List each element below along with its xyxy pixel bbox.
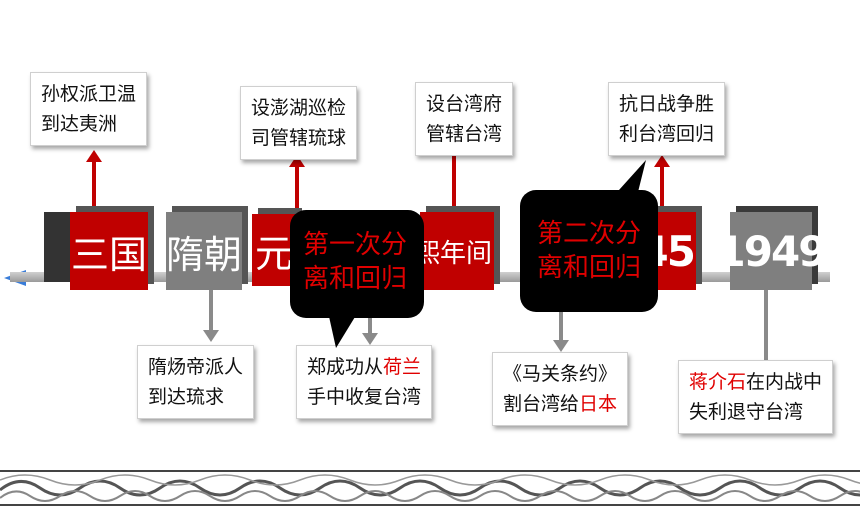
event-box-maguan: 《马关条约》 割台湾给日本 xyxy=(492,352,629,426)
event-text-highlight: 蒋介石 xyxy=(689,371,747,393)
event-box-zheng: 郑成功从荷兰 手中收复台湾 xyxy=(296,345,433,419)
event-box-1945: 抗日战争胜 利台湾回归 xyxy=(608,82,726,156)
event-box-1949: 蒋介石在内战中 失利退守台湾 xyxy=(678,360,834,434)
event-box-sanguo: 孙权派卫温 到达夷洲 xyxy=(30,72,148,146)
event-text-part: 割台湾给 xyxy=(503,393,580,415)
event-text: 到达夷洲 xyxy=(41,113,118,135)
connector-sanguo xyxy=(92,160,96,210)
event-text: 割台湾给日本 xyxy=(503,389,617,419)
event-text: 设澎湖巡检 xyxy=(251,97,347,119)
event-text: 郑成功从荷兰 xyxy=(307,352,421,382)
event-text: 抗日战争胜 xyxy=(619,93,715,115)
callout-text: 离和回归 xyxy=(536,253,641,283)
connector-yuan xyxy=(295,165,299,220)
period-label: 1949 xyxy=(716,226,828,276)
event-text: 司管辖琉球 xyxy=(251,127,347,149)
period-label: 康熙年间 xyxy=(420,238,492,269)
period-block-yuan: 元 xyxy=(252,214,296,286)
period-label: 元 xyxy=(254,231,293,276)
connector-kangxi xyxy=(452,150,456,215)
event-text-highlight: 荷兰 xyxy=(383,356,422,378)
event-text-highlight: 日本 xyxy=(579,393,618,415)
callout-first: 第一次分 离和回归 xyxy=(290,212,420,312)
event-box-sui: 隋炀帝派人 到达琉求 xyxy=(137,345,255,419)
connector-sui xyxy=(209,290,213,330)
event-text: 《马关条约》 xyxy=(503,363,618,385)
event-text: 手中收复台湾 xyxy=(307,386,422,408)
connector-1945 xyxy=(660,165,664,215)
period-block-sanguo: 三国 xyxy=(70,212,148,290)
arrow-up-icon xyxy=(654,155,670,167)
connector-1949 xyxy=(764,290,768,360)
period-label: 隋朝 xyxy=(166,232,243,277)
event-box-yuan: 设澎湖巡检 司管辖琉球 xyxy=(240,86,358,160)
period-label: 三国 xyxy=(70,232,147,277)
callout-text: 第二次分 xyxy=(536,219,641,249)
arrow-down-icon xyxy=(362,333,378,345)
callout-bubble-first xyxy=(290,210,424,348)
arrow-down-icon xyxy=(553,340,569,352)
event-box-kangxi: 设台湾府 管辖台湾 xyxy=(415,82,514,156)
callout-text: 第一次分 xyxy=(302,230,407,260)
period-block-kangxi: 康熙年间 xyxy=(420,212,494,290)
decorative-wave-border xyxy=(0,468,860,508)
callout-bubble-second xyxy=(520,160,658,312)
callout-second: 第二次分 离和回归 xyxy=(520,192,658,310)
event-text: 孙权派卫温 xyxy=(41,83,137,105)
event-text: 管辖台湾 xyxy=(426,123,503,145)
event-text-part: 在内战中 xyxy=(746,371,823,393)
callout-text: 离和回归 xyxy=(302,264,407,294)
event-text: 隋炀帝派人 xyxy=(148,356,244,378)
period-block-1949: 1949 xyxy=(717,212,827,290)
event-text-part: 郑成功从 xyxy=(307,356,384,378)
arrow-up-icon xyxy=(86,150,102,162)
event-text: 蒋介石在内战中 xyxy=(689,367,822,397)
event-text: 到达琉求 xyxy=(148,386,225,408)
event-text: 设台湾府 xyxy=(426,93,503,115)
event-text: 利台湾回归 xyxy=(619,123,715,145)
arrow-down-icon xyxy=(203,330,219,342)
event-text: 失利退守台湾 xyxy=(689,401,804,423)
connector-maguan xyxy=(559,295,563,340)
period-block-sui: 隋朝 xyxy=(166,212,242,290)
